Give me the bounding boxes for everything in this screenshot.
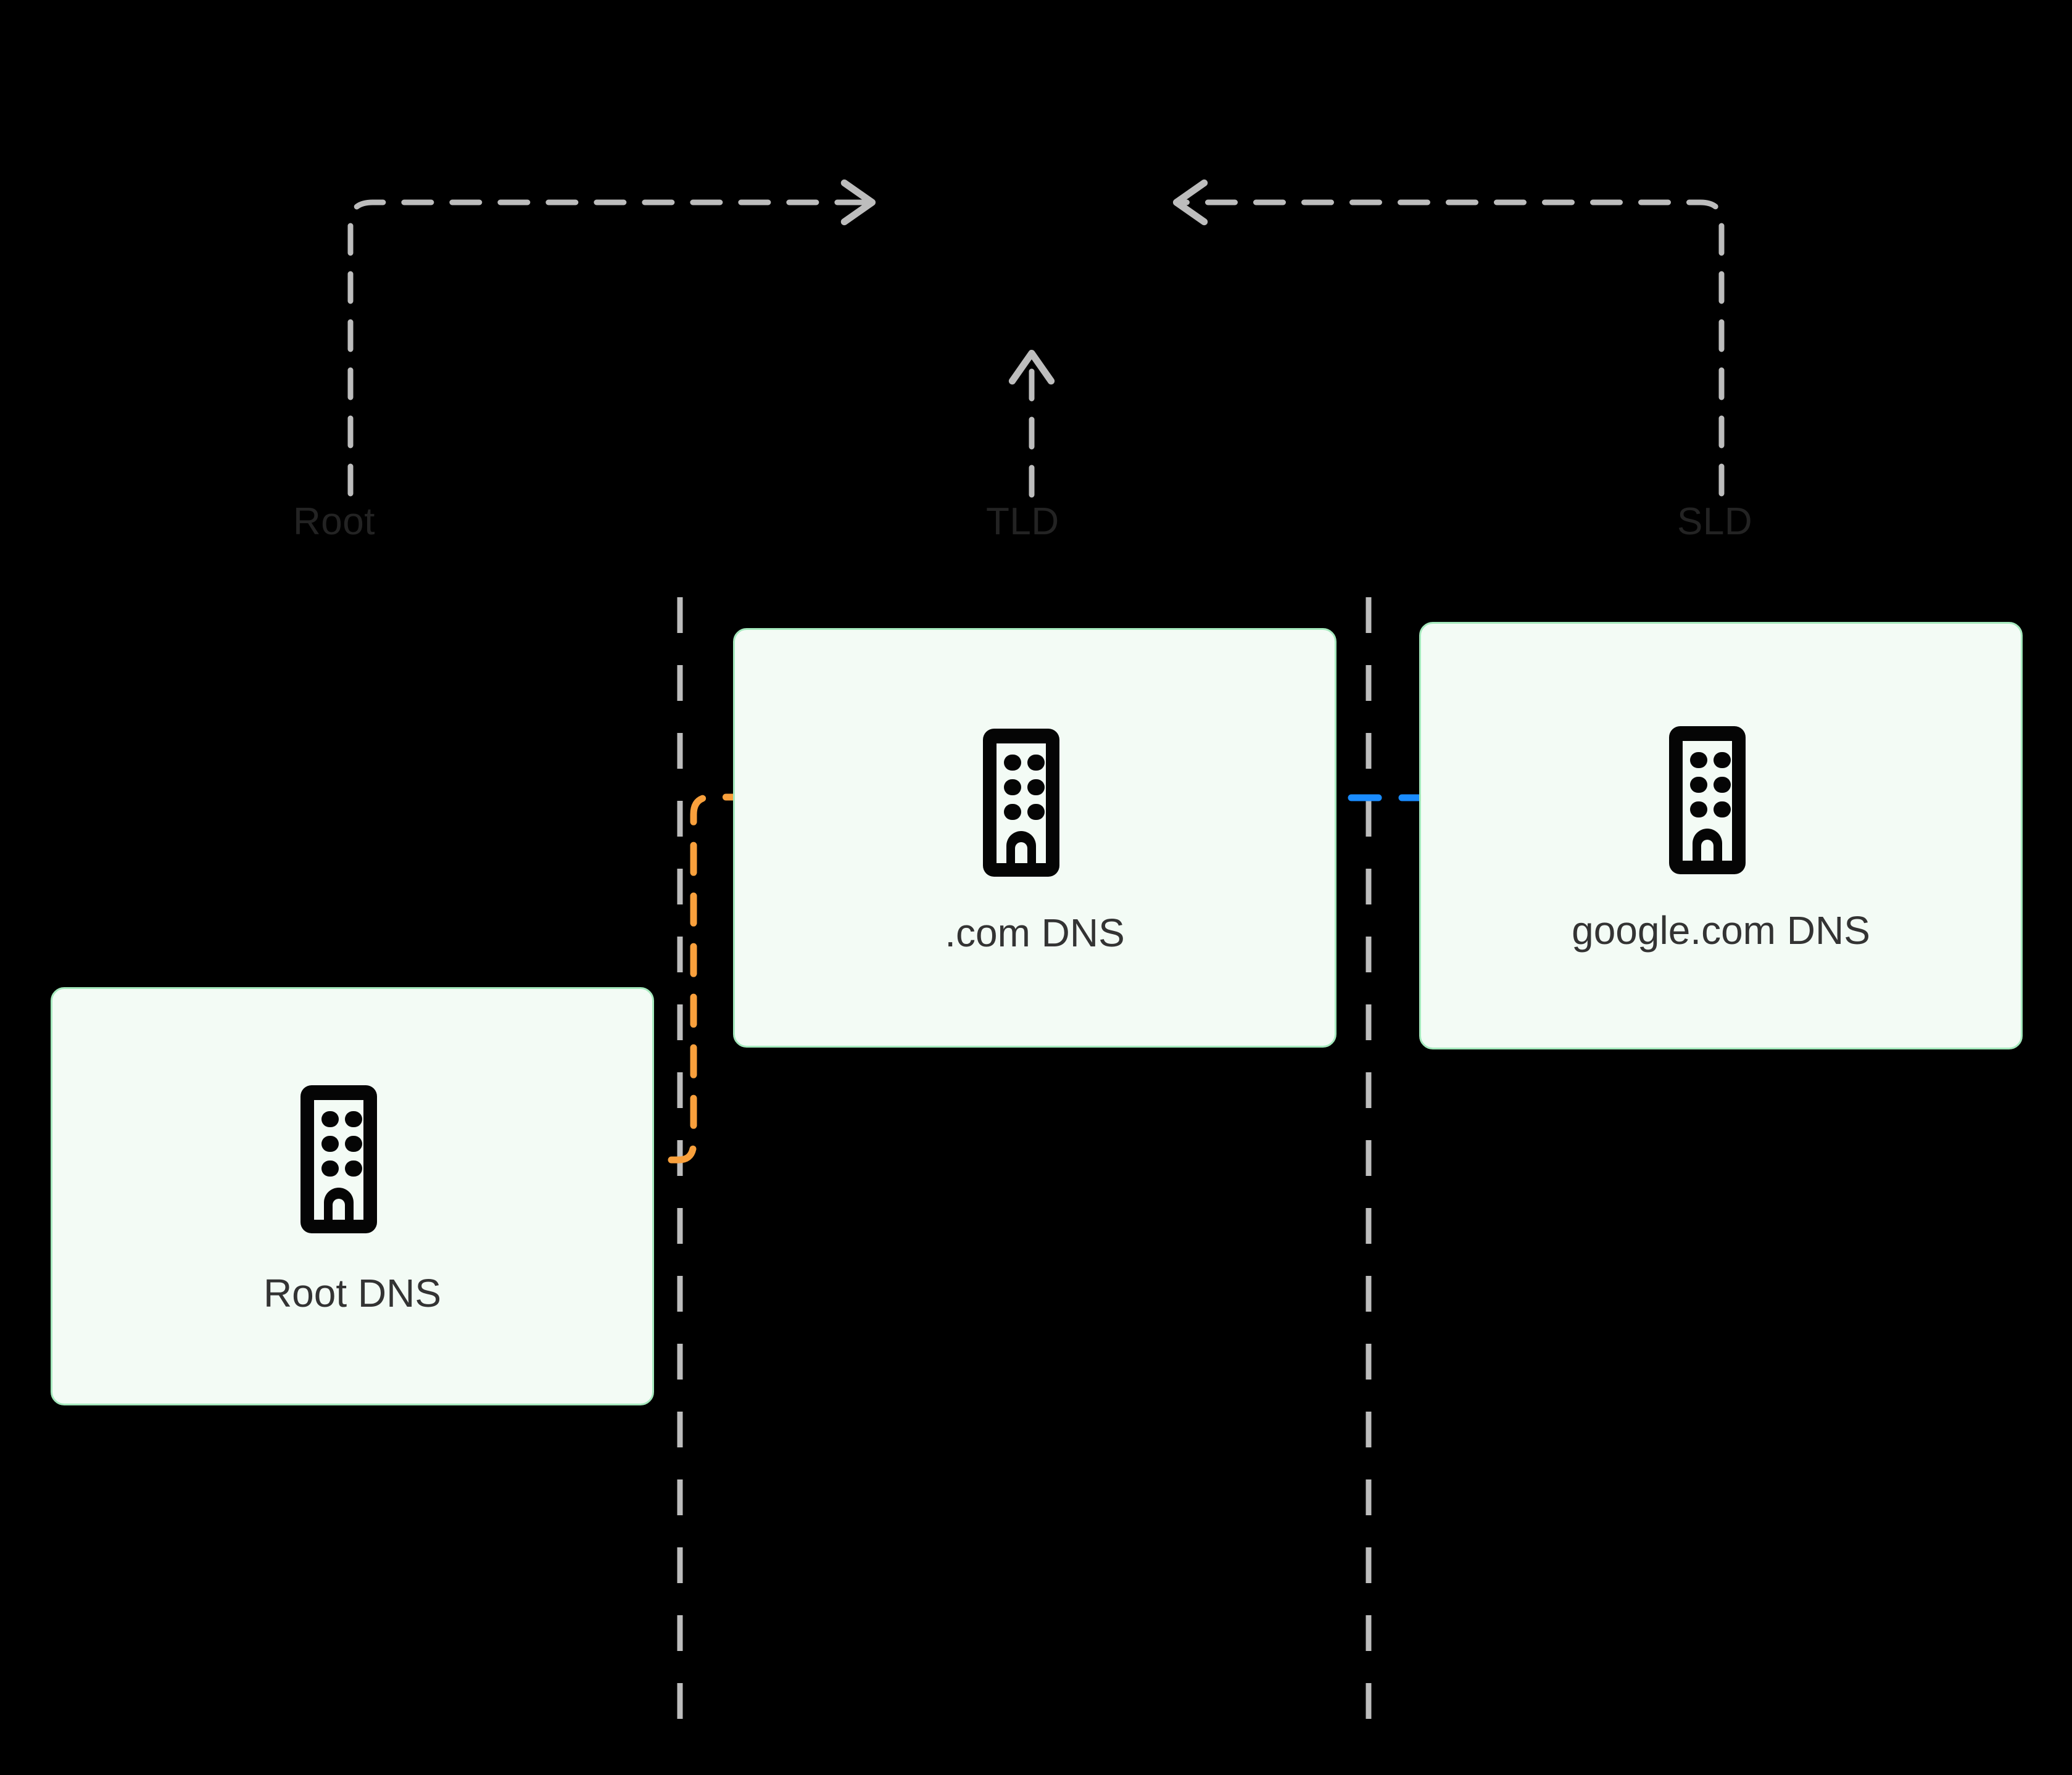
node-card-root-dns[interactable]: Root DNS xyxy=(51,987,654,1405)
tier-label-root: Root xyxy=(293,500,375,543)
node-label-tld-dns: .com DNS xyxy=(945,910,1125,955)
tier-label-tld: TLD xyxy=(986,500,1059,543)
office-building-icon xyxy=(973,724,1096,885)
sld-tier-return-arrow xyxy=(1172,179,1725,497)
node-card-sld-dns[interactable]: google.com DNS xyxy=(1419,622,2023,1049)
office-building-icon xyxy=(1659,721,1783,882)
node-label-root-dns: Root DNS xyxy=(263,1270,442,1315)
root-tier-outbound-arrow xyxy=(347,179,876,497)
tier-label-sld: SLD xyxy=(1677,500,1753,543)
node-label-sld-dns: google.com DNS xyxy=(1572,908,1870,953)
node-card-tld-dns[interactable]: .com DNS xyxy=(733,628,1336,1048)
office-building-icon xyxy=(291,1080,414,1241)
